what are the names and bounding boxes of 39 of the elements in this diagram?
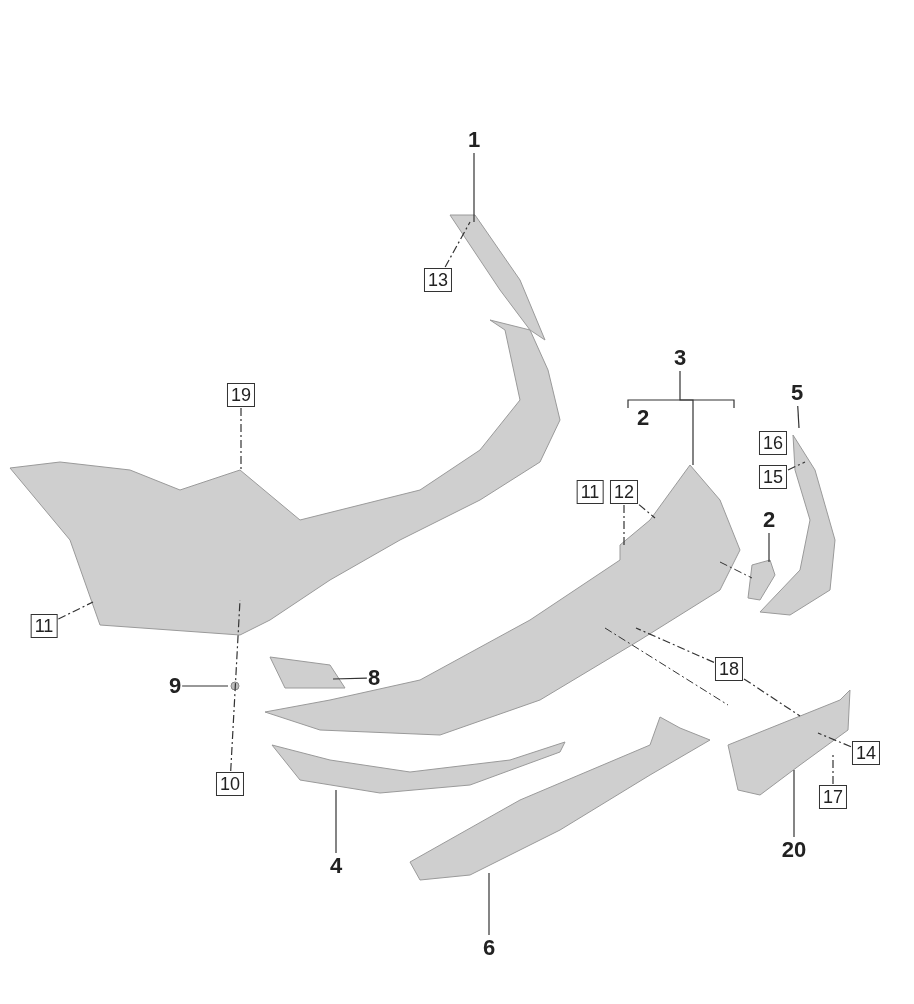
callout-number: 9 [168,674,182,698]
leader-line [679,370,694,466]
leader-line [793,769,795,838]
callout-number: 3 [673,346,687,370]
leader-line [797,405,800,429]
leader-line [444,221,471,268]
callout-number: 6 [482,936,496,960]
callout-number: 2 [636,406,650,430]
callout-number: 16 [759,431,787,455]
leader-line [743,678,801,717]
callout-number: 17 [819,785,847,809]
callout-number: 4 [329,854,343,878]
leader-line [817,732,852,748]
leader-line [473,152,475,223]
leader-line [335,789,337,854]
leader-line [623,504,625,546]
callout-number: 12 [610,480,638,504]
callout-number: 8 [367,666,381,690]
leader-line [57,601,94,620]
callout-number: 13 [424,268,452,292]
leader-line [240,407,242,471]
leader-line [332,677,368,680]
leader-line [638,504,656,519]
callout-number: 10 [216,772,244,796]
callout-number: 20 [781,838,807,862]
callout-number: 15 [759,465,787,489]
callout-number: 19 [227,383,255,407]
callout-number: 14 [852,741,880,765]
callout-number: 1 [467,128,481,152]
leader-line [488,872,490,936]
callout-number: 11 [30,614,58,638]
leader-line [768,532,770,563]
callout-number: 2 [762,508,776,532]
leader-line [787,461,806,471]
callout-number: 18 [715,657,743,681]
leader-line [181,685,229,687]
leader-line [635,627,715,663]
callout-number: 11 [576,480,604,504]
callout-number: 5 [790,381,804,405]
